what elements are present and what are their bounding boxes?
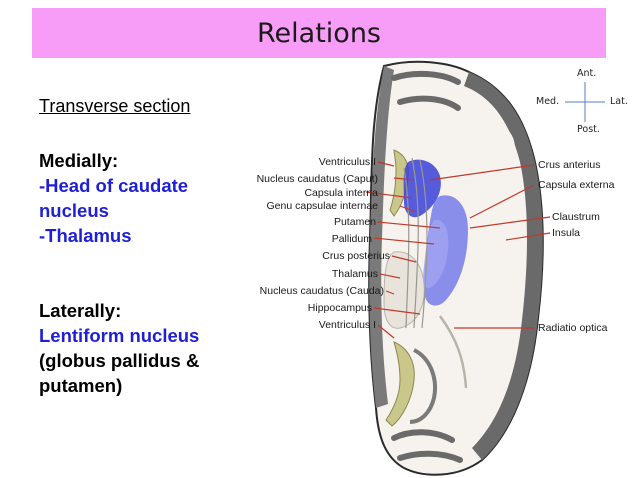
orientation-posterior: Post. <box>577 124 600 135</box>
hippocampus <box>409 348 437 424</box>
optic-radiation <box>438 315 468 389</box>
orientation-lateral: Lat. <box>610 96 628 107</box>
label-ventriculus-i-posterior: Ventriculus I <box>319 319 376 331</box>
label-hippocampus: Hippocampus <box>308 302 372 314</box>
label-ventriculus-i: Ventriculus I <box>319 156 376 168</box>
labels-left: Ventriculus I Nucleus caudatus (Caput) C… <box>257 156 390 331</box>
compass-cross-icon <box>565 82 605 122</box>
medially-item-2: nucleus <box>39 200 109 221</box>
laterally-note-1: (globus pallidus & <box>39 350 200 371</box>
label-insula: Insula <box>552 227 580 239</box>
slide-title: Relations <box>257 17 381 49</box>
laterally-item: Lentiform nucleus <box>39 325 200 346</box>
occipital-gyri <box>391 429 463 463</box>
label-claustrum: Claustrum <box>552 211 600 223</box>
caudate-head <box>403 159 441 218</box>
title-bar: Relations <box>32 8 606 58</box>
leader-lines-right <box>429 164 551 329</box>
laterally-note-2: putamen) <box>39 375 123 396</box>
orientation-anterior: Ant. <box>577 68 597 79</box>
label-capsula-externa: Capsula externa <box>538 179 615 191</box>
medially-item-1: -Head of caudate <box>39 175 189 196</box>
pallidum <box>423 219 449 289</box>
leader-lines-left <box>365 161 441 339</box>
label-capsula-interna: Capsula interna <box>304 187 378 199</box>
label-crus-anterius: Crus anterius <box>538 159 600 171</box>
medially-heading: Medially: <box>39 150 119 171</box>
label-putamen: Putamen <box>334 216 376 228</box>
label-nucleus-caudatus-cauda: Nucleus caudatus (Cauda) <box>260 285 384 297</box>
label-crus-posterius: Crus posterius <box>322 250 390 262</box>
section-heading: Transverse section <box>39 96 191 116</box>
label-genu-capsulae-internae: Genu capsulae internae <box>267 200 379 212</box>
gyri-lines <box>473 115 525 431</box>
medially-item-3: -Thalamus <box>39 225 132 246</box>
capsule-fibers <box>403 157 428 329</box>
laterally-heading: Laterally: <box>39 300 122 321</box>
orientation-medial: Med. <box>536 96 560 107</box>
label-thalamus: Thalamus <box>332 268 378 280</box>
frontal-gyri <box>391 70 461 111</box>
label-radiatio-optica: Radiatio optica <box>538 322 608 334</box>
label-pallidum: Pallidum <box>332 233 373 245</box>
ventricle-posterior <box>385 341 415 427</box>
cortex-medial <box>369 66 394 408</box>
thalamus <box>383 251 425 329</box>
brain-section-illustration: Ventriculus I Nucleus caudatus (Caput) C… <box>257 60 615 476</box>
labels-right: Crus anterius Capsula externa Claustrum … <box>538 159 615 334</box>
label-nucleus-caudatus-caput: Nucleus caudatus (Caput) <box>257 173 378 185</box>
cortex-lateral <box>464 72 543 460</box>
brain-section-figure: Ventriculus I Nucleus caudatus (Caput) C… <box>244 58 638 478</box>
